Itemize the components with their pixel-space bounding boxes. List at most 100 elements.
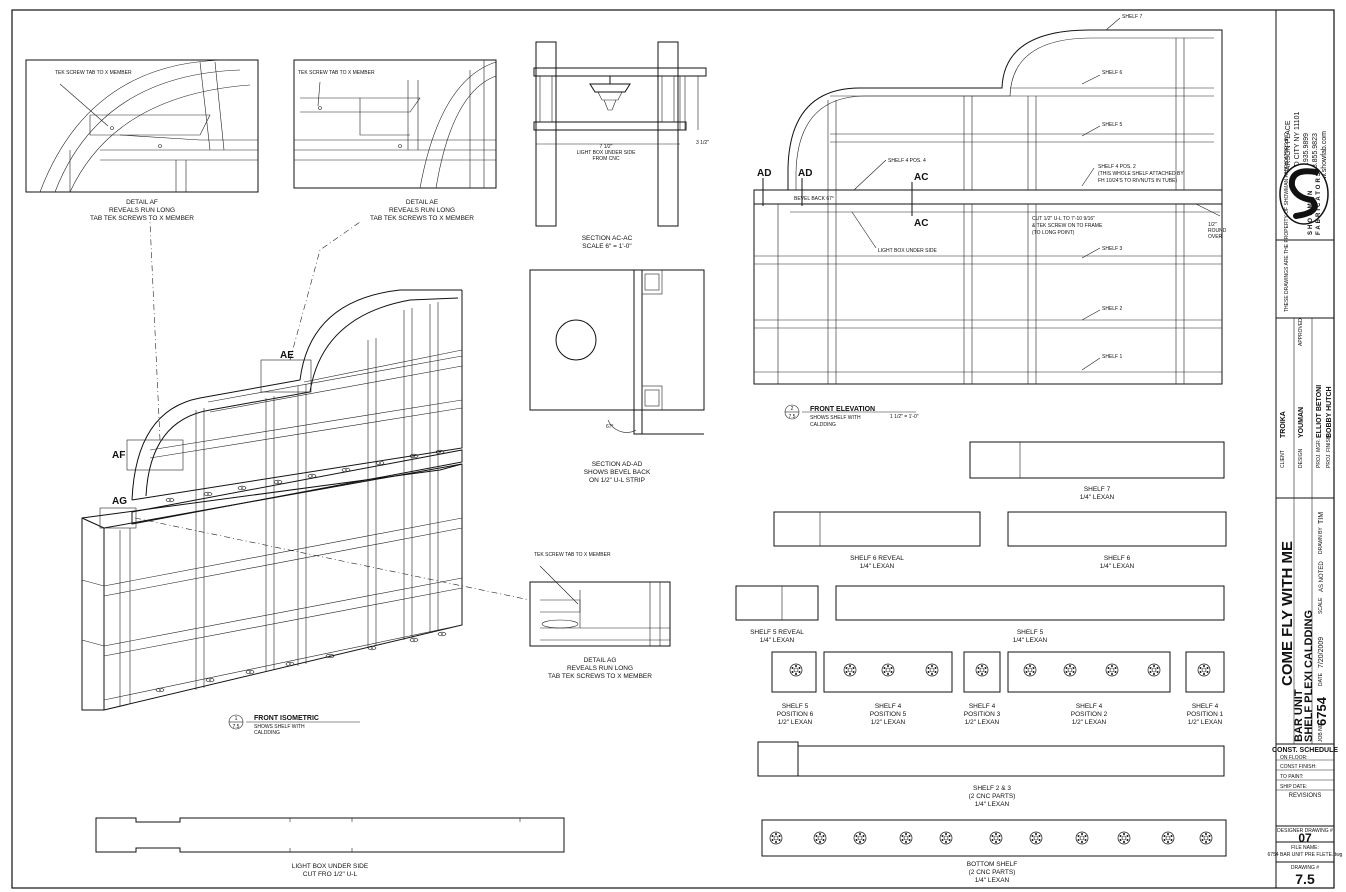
tb-pmgr: ELLIOT BETONI: [1316, 385, 1323, 438]
detail-af-desc1: REVEALS RUN LONG: [109, 207, 175, 214]
sec-ac-scale: SCALE 6" = 1'-0": [582, 243, 632, 250]
part-lightbox-a: LIGHT BOX UNDER SIDE: [292, 863, 369, 870]
part-shelf5-name: SHELF 5: [1017, 629, 1044, 636]
part-shelf6-reveal: [773, 511, 981, 547]
elev-round2: ROUND: [1208, 228, 1227, 234]
parts-layout: SHELF 7 1/4" LEXAN SHELF 6 REVEAL 1/4" L…: [95, 441, 1227, 884]
part-p1-c: 1/2" LEXAN: [1188, 719, 1223, 726]
callout-box-ae: [260, 359, 312, 393]
tb-designer-label: DESIGNER DRAWING #: [1277, 828, 1333, 834]
iso-title: FRONT ISOMETRIC: [254, 715, 319, 722]
part-pos1: [1185, 651, 1225, 693]
elev-shelf6: SHELF 6: [1102, 70, 1123, 76]
front-isometric: AF AE AG 1 7.5 FRONT ISOMETRIC SHOWS SHE…: [81, 289, 463, 736]
tb-drawing-no: 7.5: [1295, 871, 1315, 887]
iso-sub1: SHOWS SHELF WITH: [254, 724, 305, 730]
part-p1-a: SHELF 4: [1192, 703, 1219, 710]
tb-fax: (F) 718.855.9823: [1312, 133, 1319, 187]
elev-round3: OVER: [1208, 234, 1223, 240]
elev-lightbox: LIGHT BOX UNDER SIDE: [878, 248, 937, 254]
part-bottom-c: 1/4" LEXAN: [975, 877, 1010, 884]
tb-design-label: DESIGN: [1298, 448, 1304, 468]
tb-pmgr-label: PROJ. MGR.: [1316, 439, 1322, 468]
part-shelf23-b-label: (2 CNC PARTS): [969, 793, 1016, 800]
tb-scale-label: SCALE: [1318, 597, 1324, 614]
elev-sheet: 7.5: [789, 414, 796, 420]
elev-shelf3: SHELF 3: [1102, 246, 1123, 252]
elev-pos2-2: (THIS WHOLE SHELF ATTACHED BY: [1098, 171, 1184, 177]
tb-client: TROIKA: [1280, 411, 1287, 438]
tb-pfinish: BOBBY HUTCH: [1326, 386, 1333, 438]
part-p1-b: POSITION 1: [1187, 711, 1224, 718]
tb-approved-label: APPROVED: [1298, 318, 1304, 346]
part-shelf5r-mat: 1/4" LEXAN: [760, 637, 795, 644]
part-shelf23-c-label: 1/4" LEXAN: [975, 801, 1010, 808]
part-shelf7: [969, 441, 1225, 479]
part-pos5: [823, 651, 953, 693]
detail-ag: TEK SCREW TAB TO X MEMBER DETAIL AG REVE…: [529, 552, 671, 680]
tb-pfinish-label: PROJ. FINISH: [1326, 435, 1332, 468]
sec-ad-desc2: ON 1/2" U-L STRIP: [589, 477, 645, 484]
part-shelf6: [1007, 511, 1227, 547]
elev-shelf4-pos4: SHELF 4 POS. 4: [888, 158, 926, 164]
tb-drawn: TIM: [1318, 512, 1325, 524]
elev-shelf2: SHELF 2: [1102, 306, 1123, 312]
iso-sheet: 7.5: [233, 724, 240, 730]
elev-shelf7: SHELF 7: [1122, 14, 1143, 20]
part-pos2: [1007, 651, 1171, 693]
tb-item1: BAR UNIT: [1293, 689, 1305, 742]
tb-disclaimer: THESE DRAWINGS ARE THE PROPERTY OF SHOWM…: [1284, 131, 1290, 312]
elev-pos2-3: FH 10/24'S TO RIVNUTS IN TUBE): [1098, 178, 1177, 184]
sec-ad-angle: 67°: [606, 424, 614, 430]
elev-tag-ac1: AC: [914, 172, 928, 183]
part-shelf6r-name: SHELF 6 REVEAL: [850, 555, 904, 562]
part-p5-b: POSITION 5: [870, 711, 907, 718]
tb-scale: AS NOTED: [1319, 561, 1325, 592]
part-p3-a: SHELF 4: [969, 703, 996, 710]
title-block: 47-22 PEARSON PLACE LONG ISLAND CITY NY …: [1268, 9, 1343, 889]
tb-brand-sub: FABRICATORS: [1316, 170, 1322, 235]
elev-shelf5: SHELF 5: [1102, 122, 1123, 128]
showman-logo-icon: [1279, 163, 1329, 225]
part-shelf5-reveal: [735, 585, 819, 621]
detail-ag-note: TEK SCREW TAB TO X MEMBER: [534, 552, 611, 558]
tb-drawn-label: DRAWN BY: [1318, 527, 1324, 554]
tb-design: YOUMAN: [1298, 407, 1305, 438]
detail-af: TEK SCREW TAB TO X MEMBER DETAIL AF REVE…: [25, 59, 259, 222]
part-p6-a: SHELF 5: [782, 703, 809, 710]
elev-cut2: & TEK SCREW ON TO FRAME: [1032, 223, 1103, 229]
part-bottom-shelf: [761, 819, 1227, 857]
part-shelf7-name: SHELF 7: [1084, 486, 1111, 493]
part-lightbox: [95, 817, 565, 853]
tb-drawing-label: DRAWING #: [1291, 865, 1319, 871]
part-pos3: [963, 651, 1001, 693]
part-bottom-b: (2 CNC PARTS): [969, 869, 1016, 876]
part-shelf23-b: [797, 745, 1225, 777]
sec-ad-title: SECTION AD-AD: [592, 461, 643, 468]
detail-af-note: TEK SCREW TAB TO X MEMBER: [55, 70, 132, 76]
tb-revisions: REVISIONS: [1289, 793, 1322, 799]
section-ac: 7 1/2" LIGHT BOX UNDER SIDE FROM CNC 3 1…: [533, 41, 709, 250]
elev-shelf1: SHELF 1: [1102, 354, 1123, 360]
tb-show: COME FLY WITH ME: [1279, 541, 1296, 686]
elev-round1: 1/2": [1208, 222, 1217, 228]
tb-file: 6754 BAR UNIT PRE FLETE.dwg: [1268, 852, 1343, 858]
tb-date-label: DATE: [1318, 672, 1324, 686]
tb-address1: 47-22 PEARSON PLACE: [1285, 120, 1292, 199]
part-shelf6-name: SHELF 6: [1104, 555, 1131, 562]
tag-af: AF: [112, 450, 125, 461]
section-ad: 67° SECTION AD-AD SHOWS BEVEL BACK ON 1/…: [529, 269, 705, 484]
part-p6-b: POSITION 6: [777, 711, 814, 718]
tb-job-label: JOB NO.: [1318, 722, 1324, 742]
elev-sub1: SHOWS SHELF WITH: [810, 415, 861, 421]
part-p6-c: 1/2" LEXAN: [778, 719, 813, 726]
detail-ag-title: DETAIL AG: [584, 657, 617, 664]
sec-ac-title: SECTION AC-AC: [582, 235, 633, 242]
tb-ship-date: SHIP DATE:: [1280, 784, 1307, 790]
iso-sub2: CALDDING: [254, 730, 280, 736]
tb-web: www.showfab.com: [1321, 131, 1328, 190]
tag-ag: AG: [112, 496, 127, 507]
tb-date: 7/20/2009: [1318, 637, 1325, 668]
detail-ae: TEK SCREW TAB TO X MEMBER DETAIL AE REVE…: [293, 59, 497, 222]
